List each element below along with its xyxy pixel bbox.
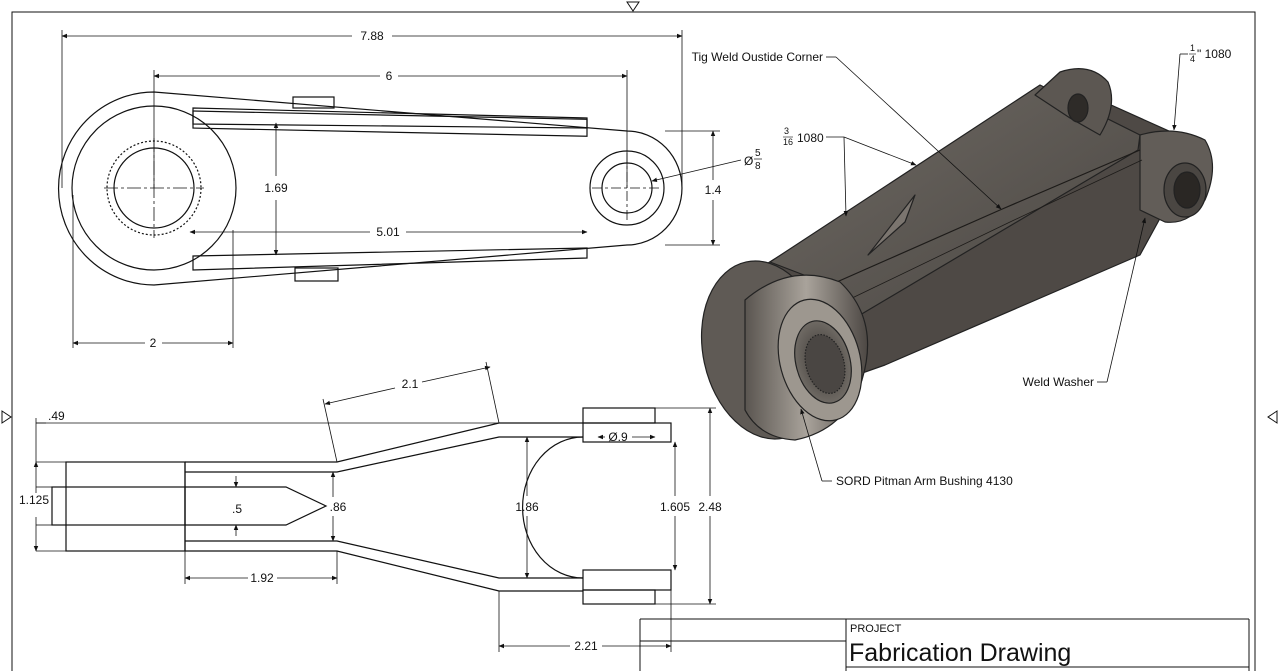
dim-fork-length: 2.21 xyxy=(574,639,598,653)
dim-top-offset: .49 xyxy=(48,409,65,423)
callout-bushing: SORD Pitman Arm Bushing 4130 xyxy=(836,474,1013,488)
top-flange xyxy=(192,110,588,137)
title-block-project-title: Fabrication Drawing xyxy=(849,639,1071,667)
end-block xyxy=(65,461,186,552)
dim-angled-length: 2.1 xyxy=(402,377,419,391)
side-view-dimension-text: .49 2.1 Ø.9 .5 .86 1.86 1.605 2.48 1.125… xyxy=(19,377,722,653)
washer-top xyxy=(292,96,335,109)
dim-hole-dia: Ø.9 xyxy=(608,430,628,444)
dim-tip: .86 xyxy=(330,500,347,514)
callout-leaders xyxy=(800,53,1188,482)
callout-text: Tig Weld Oustide Corner 3 16 1080 1 4 " … xyxy=(692,43,1232,488)
side-view xyxy=(51,407,672,605)
callout-plate-3-16-text: 1080 xyxy=(797,131,824,145)
dim-fork-gap: 1.605 xyxy=(660,500,690,514)
dim-hole-den: 8 xyxy=(755,161,761,172)
dim-fork-inner: 1.86 xyxy=(515,500,539,514)
dim-overall-length: 7.88 xyxy=(360,29,384,43)
sheet-border xyxy=(11,11,1256,671)
isometric-part-render xyxy=(700,68,1214,441)
callout-tig-weld: Tig Weld Oustide Corner xyxy=(692,50,823,64)
callout-plate-3-16-num: 3 xyxy=(784,126,789,136)
dim-center-distance: 6 xyxy=(386,69,393,83)
dim-small-end-height: 1.4 xyxy=(705,183,722,197)
callout-plate-1-4-den: 4 xyxy=(1190,54,1195,64)
border-center-marks xyxy=(1,1,1278,424)
fork-lower-lug xyxy=(582,569,672,591)
upper-plate xyxy=(185,422,583,463)
dim-slot: .5 xyxy=(232,502,242,516)
spline-tip xyxy=(185,486,328,526)
washer-bottom xyxy=(294,267,339,282)
dim-hole-num: 5 xyxy=(755,148,761,159)
side-view-dimensions xyxy=(33,361,716,652)
arm-outline xyxy=(57,91,683,286)
fork-arc xyxy=(521,436,584,579)
dim-fork-outer: 2.48 xyxy=(698,500,722,514)
dim-eye-height: 1.69 xyxy=(264,181,288,195)
title-block xyxy=(639,618,1250,671)
dim-large-end-offset: 2 xyxy=(150,336,157,350)
top-view xyxy=(57,91,683,286)
dim-tip-length: 1.92 xyxy=(250,571,274,585)
top-view-dimension-text: 7.88 6 1.69 5.01 1.4 2 Ø 5 8 xyxy=(150,29,762,350)
dim-end-height: 1.125 xyxy=(19,493,49,507)
dim-flange-length: 5.01 xyxy=(376,225,400,239)
top-view-dimensions xyxy=(61,30,742,348)
title-block-project-label: PROJECT xyxy=(850,623,902,635)
dim-hole-prefix: Ø xyxy=(744,154,753,168)
lower-plate xyxy=(185,550,583,592)
callout-plate-3-16-den: 16 xyxy=(783,137,793,147)
callout-weld-washer: Weld Washer xyxy=(1023,375,1094,389)
callout-plate-1-4-text: " 1080 xyxy=(1197,47,1232,61)
callout-plate-1-4-num: 1 xyxy=(1190,43,1195,53)
